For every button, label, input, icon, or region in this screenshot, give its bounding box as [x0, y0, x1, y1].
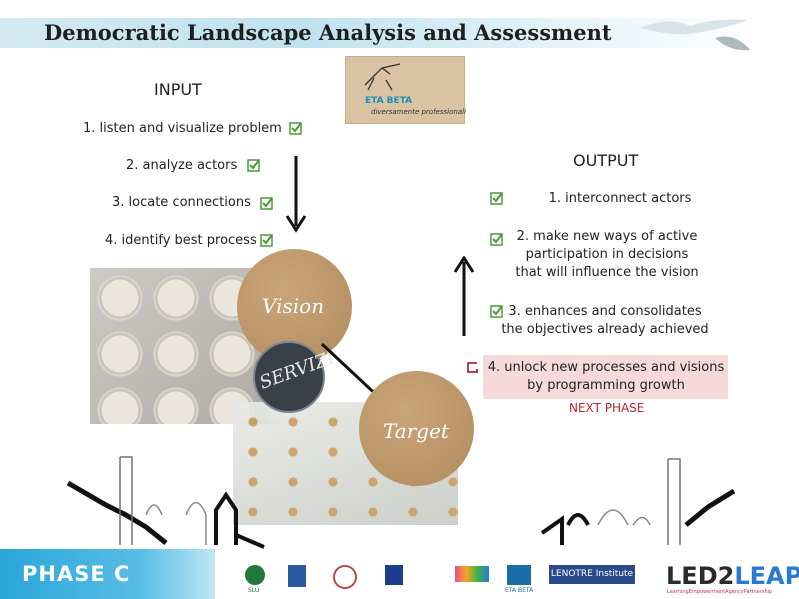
servizi-stamp [253, 341, 325, 413]
arrow-down-icon [285, 156, 307, 233]
ka-logo [455, 566, 489, 582]
output-item-2-line: 2. make new ways of active [516, 229, 698, 244]
swallow-decoration-icon [640, 19, 750, 51]
phase-label: PHASE C [22, 562, 131, 586]
check-icon [260, 234, 273, 247]
output-item-1-line: 1. interconnect actors [548, 191, 692, 206]
vision-label: Vision [262, 294, 325, 318]
pencil-figure-icon [364, 63, 401, 91]
input-step-4: 4. identify best process [105, 233, 257, 248]
check-icon [490, 305, 503, 318]
output-item-2-line: that will influence the vision [515, 265, 699, 280]
input-step-2: 2. analyze actors [126, 158, 238, 173]
eta-beta-small-label: ETA BETA [505, 587, 534, 594]
phase-band [0, 549, 215, 599]
eta-beta-small-logo [507, 565, 531, 585]
output-item-3-line: 3. enhances and consolidates [508, 304, 702, 319]
output-item-4-line: by programming growth [527, 378, 685, 393]
skyline-left-icon [66, 456, 265, 549]
logo-name: ETA BETA [365, 96, 413, 106]
output-item-1: 1. interconnect actors [520, 190, 720, 208]
check-icon [247, 159, 260, 172]
led2-text: LED2 [666, 562, 735, 590]
eta-beta-logo [345, 56, 465, 124]
leap-subtitle: LearningEmpowermentAgencyPartnership [667, 589, 773, 595]
check-icon [490, 233, 503, 246]
target-disk [359, 371, 474, 486]
input-step-3: 3. locate connections [112, 195, 251, 210]
slu-label: SLU [248, 587, 260, 594]
university-logo [288, 565, 306, 587]
output-item-3: 3. enhances and consolidates the objecti… [495, 303, 715, 339]
output-item-3-line: the objectives already achieved [501, 322, 709, 337]
output-item-4-line: 4. unlock new processes and visions [487, 360, 725, 375]
check-icon [289, 122, 302, 135]
leap-text: LEAP [734, 562, 799, 590]
check-icon [490, 192, 503, 205]
next-phase-highlight [483, 355, 728, 399]
seal-logo [333, 565, 357, 589]
target-label: Target [383, 419, 449, 443]
output-heading: OUTPUT [573, 151, 639, 170]
logo-subtitle: diversamente professionali [371, 108, 467, 116]
skyline-right-icon [540, 458, 736, 545]
output-item-2-line: participation in decisions [525, 247, 689, 262]
led2leap-logo: LED2LEAP [666, 562, 799, 590]
arrow-up-icon [453, 256, 475, 336]
page-title: Democratic Landscape Analysis and Assess… [44, 20, 612, 45]
hochschule-logo [385, 565, 445, 585]
empty-check-icon [467, 362, 478, 373]
output-item-4: 4. unlock new processes and visions by p… [484, 359, 728, 395]
slu-logo [245, 565, 265, 585]
lenotre-logo: LENOTRE Institute [549, 565, 635, 584]
output-item-2: 2. make new ways of active participation… [498, 228, 716, 282]
input-step-1: 1. listen and visualize problem [83, 121, 282, 136]
title-band [0, 18, 760, 48]
check-icon [260, 197, 273, 210]
input-heading: INPUT [154, 80, 202, 99]
next-phase-label: NEXT PHASE [569, 401, 645, 415]
